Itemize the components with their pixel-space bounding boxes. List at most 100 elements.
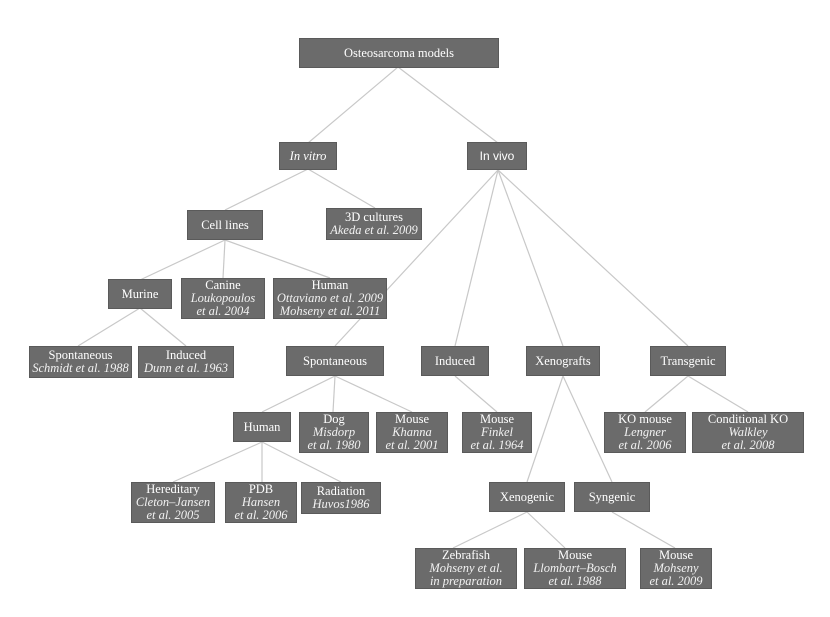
node-murine-spontaneous: Spontaneous Schmidt et al. 1988 [29,346,132,378]
edge-root-invitro [307,66,399,144]
edge-xeno-syngenic [562,375,613,483]
edge-transgenic-cko [687,375,749,413]
node-citation: et al. 2008 [721,438,775,452]
node-label: Xenogenic [499,489,555,504]
node-citation: et al. 1964 [470,438,524,452]
node-mouse-induced: Mouse Finkel et al. 1964 [462,412,532,453]
node-mouse-spontaneous: Mouse Khanna et al. 2001 [376,412,448,453]
node-in-vivo: In vivo [467,142,527,170]
node-mouse-syngenic: Mouse Mohseny et al. 2009 [640,548,712,589]
node-title: Hereditary [146,482,200,496]
node-citation: et al. 2006 [618,438,672,452]
node-title: PDB [248,482,274,496]
node-citation: Dunn et al. 1963 [143,361,229,375]
node-mouse-xenogenic: Mouse Llombart–Bosch et al. 1988 [524,548,626,589]
node-citation: et al. 2009 [649,574,703,588]
node-dog: Dog Misdorp et al. 1980 [299,412,369,453]
edge-spont-human [261,375,336,413]
node-3d-cultures: 3D cultures Akeda et al. 2009 [326,208,422,240]
node-human: Human [233,412,291,442]
node-conditional-ko: Conditional KO Walkley et al. 2008 [692,412,804,453]
node-hereditary: Hereditary Cleton–Jansen et al. 2005 [131,482,215,523]
node-label: Osteosarcoma models [343,45,455,60]
node-xenogenic: Xenogenic [489,482,565,512]
edge-human-hereditary [172,441,263,483]
node-syngenic: Syngenic [574,482,650,512]
node-citation: et al. 1980 [307,438,361,452]
node-citation: in preparation [429,574,503,588]
node-citation: Mohseny et al. [429,561,503,575]
node-title: Dog [323,412,345,426]
node-pdb: PDB Hansen et al. 2006 [225,482,297,523]
node-label: Spontaneous [303,353,367,368]
node-label: In vivo [479,148,515,163]
node-citation: Cleton–Jansen [135,495,211,509]
node-citation: Huvos1986 [312,497,370,511]
node-title: Zebrafish [442,548,490,562]
node-induced: Induced [421,346,489,376]
edge-celllines-canine [222,239,226,279]
node-ko-mouse: KO mouse Lengner et al. 2006 [604,412,686,453]
node-label: Human [243,419,281,434]
edge-celllines-human [224,239,331,279]
edge-xeno-xenogenic [526,375,564,483]
node-citation: et al. 1988 [548,574,602,588]
node-title: Induced [165,348,207,362]
node-cell-lines: Cell lines [187,210,263,240]
node-label: Induced [434,353,476,368]
node-title: 3D cultures [345,210,403,224]
edge-invivo-xenografts [497,169,564,347]
node-in-vitro: In vitro [279,142,337,170]
edge-invivo-spontaneous [334,169,499,347]
edge-spont-mouse [334,375,413,413]
edge-xenogenic-zebrafish [452,511,528,549]
node-murine: Murine [108,279,172,309]
node-radiation: Radiation Huvos1986 [301,482,381,514]
node-osteosarcoma-models: Osteosarcoma models [299,38,499,68]
node-title: Radiation [316,484,366,498]
edge-invitro-celllines [224,168,309,211]
node-human-cells: Human Ottaviano et al. 2009 Mohseny et a… [273,278,387,319]
edge-transgenic-ko [644,375,689,413]
node-title: Spontaneous [48,348,113,362]
edge-murine-induced [139,307,187,347]
node-title: Conditional KO [707,412,789,426]
edge-induced-mouse [454,375,498,413]
node-citation: et al. 2001 [385,438,439,452]
node-label: Cell lines [201,217,249,232]
edge-invivo-induced [454,169,499,347]
node-citation: et al. 2006 [234,508,288,522]
node-label: In vitro [289,148,327,163]
node-citation: Finkel [481,425,513,439]
node-title: Canine [205,278,241,292]
node-title: KO mouse [618,412,672,426]
node-spontaneous: Spontaneous [286,346,384,376]
node-xenografts: Xenografts [526,346,600,376]
edge-murine-spontaneous [77,307,141,347]
node-zebrafish: Zebrafish Mohseny et al. in preparation [415,548,517,589]
node-citation: Walkley [728,425,768,439]
node-citation: Loukopoulos [190,291,256,305]
edge-syngenic-mouse [611,511,676,549]
node-title: Mouse [479,412,515,426]
node-transgenic: Transgenic [650,346,726,376]
node-citation: Akeda et al. 2009 [330,223,418,237]
node-canine: Canine Loukopoulos et al. 2004 [181,278,265,319]
edge-human-radiation [261,441,342,483]
node-title: Human [311,278,349,292]
node-citation: Mohseny [653,561,699,575]
node-citation: Hansen [241,495,281,509]
node-citation: Schmidt et al. 1988 [32,361,129,375]
node-label: Murine [121,286,159,301]
edge-celllines-murine [139,239,226,281]
node-title: Mouse [658,548,694,562]
node-label: Transgenic [660,353,716,368]
node-title: Mouse [394,412,430,426]
node-label: Xenografts [535,353,591,368]
node-citation: et al. 2004 [196,304,250,318]
edge-root-invivo [397,66,499,144]
edge-xenogenic-mouse [526,511,566,549]
node-label: Syngenic [588,489,636,504]
edge-invitro-3d [307,168,376,209]
